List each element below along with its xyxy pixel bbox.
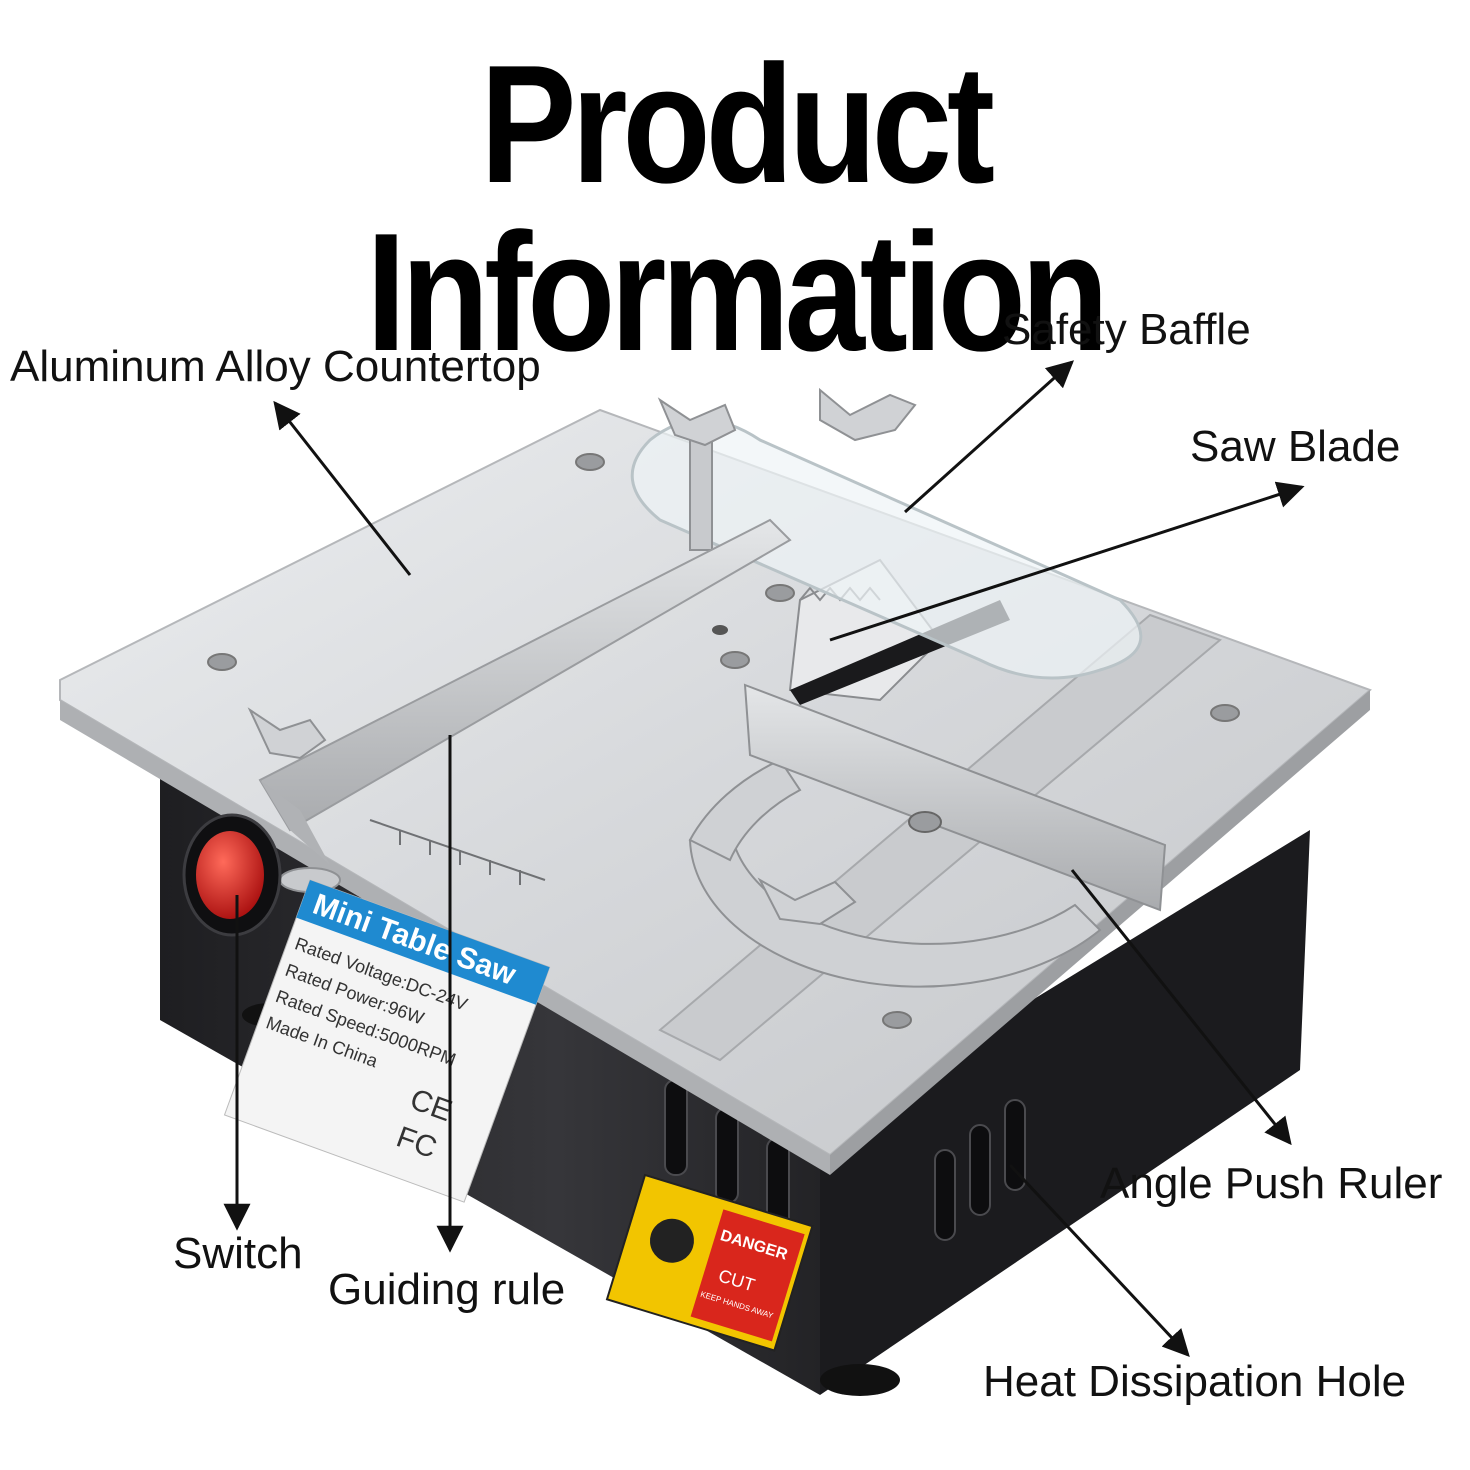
warning-sticker: DANGER CUT KEEP HANDS AWAY bbox=[605, 1173, 814, 1352]
label-switch: Switch bbox=[173, 1229, 303, 1278]
angle-push-ruler bbox=[688, 683, 1167, 988]
arrow-saw-blade bbox=[829, 481, 1305, 642]
arrow-safety-baffle bbox=[903, 360, 1075, 514]
arrow-angle-push-ruler bbox=[1070, 869, 1292, 1146]
nameplate: Mini Table Saw Rated Voltage:DC-24V Rate… bbox=[223, 879, 551, 1203]
arrow-heat-dissipation bbox=[1008, 1163, 1190, 1357]
guiding-fence bbox=[247, 518, 792, 893]
label-heat-dissipation-hole: Heat Dissipation Hole bbox=[983, 1357, 1407, 1406]
label-guiding-rule: Guiding rule bbox=[328, 1265, 566, 1314]
label-angle-push-ruler: Angle Push Ruler bbox=[1100, 1159, 1443, 1208]
arrow-countertop bbox=[273, 400, 412, 576]
power-switch[interactable] bbox=[182, 813, 282, 937]
safety-baffle bbox=[630, 387, 1143, 680]
page-title: Product Information bbox=[366, 30, 1109, 386]
label-saw-blade: Saw Blade bbox=[1190, 422, 1401, 471]
callout-arrows bbox=[223, 360, 1305, 1357]
label-safety-baffle: Safety Baffle bbox=[1002, 305, 1251, 354]
label-countertop: Aluminum Alloy Countertop bbox=[10, 342, 541, 391]
warning-icon bbox=[649, 1218, 694, 1263]
